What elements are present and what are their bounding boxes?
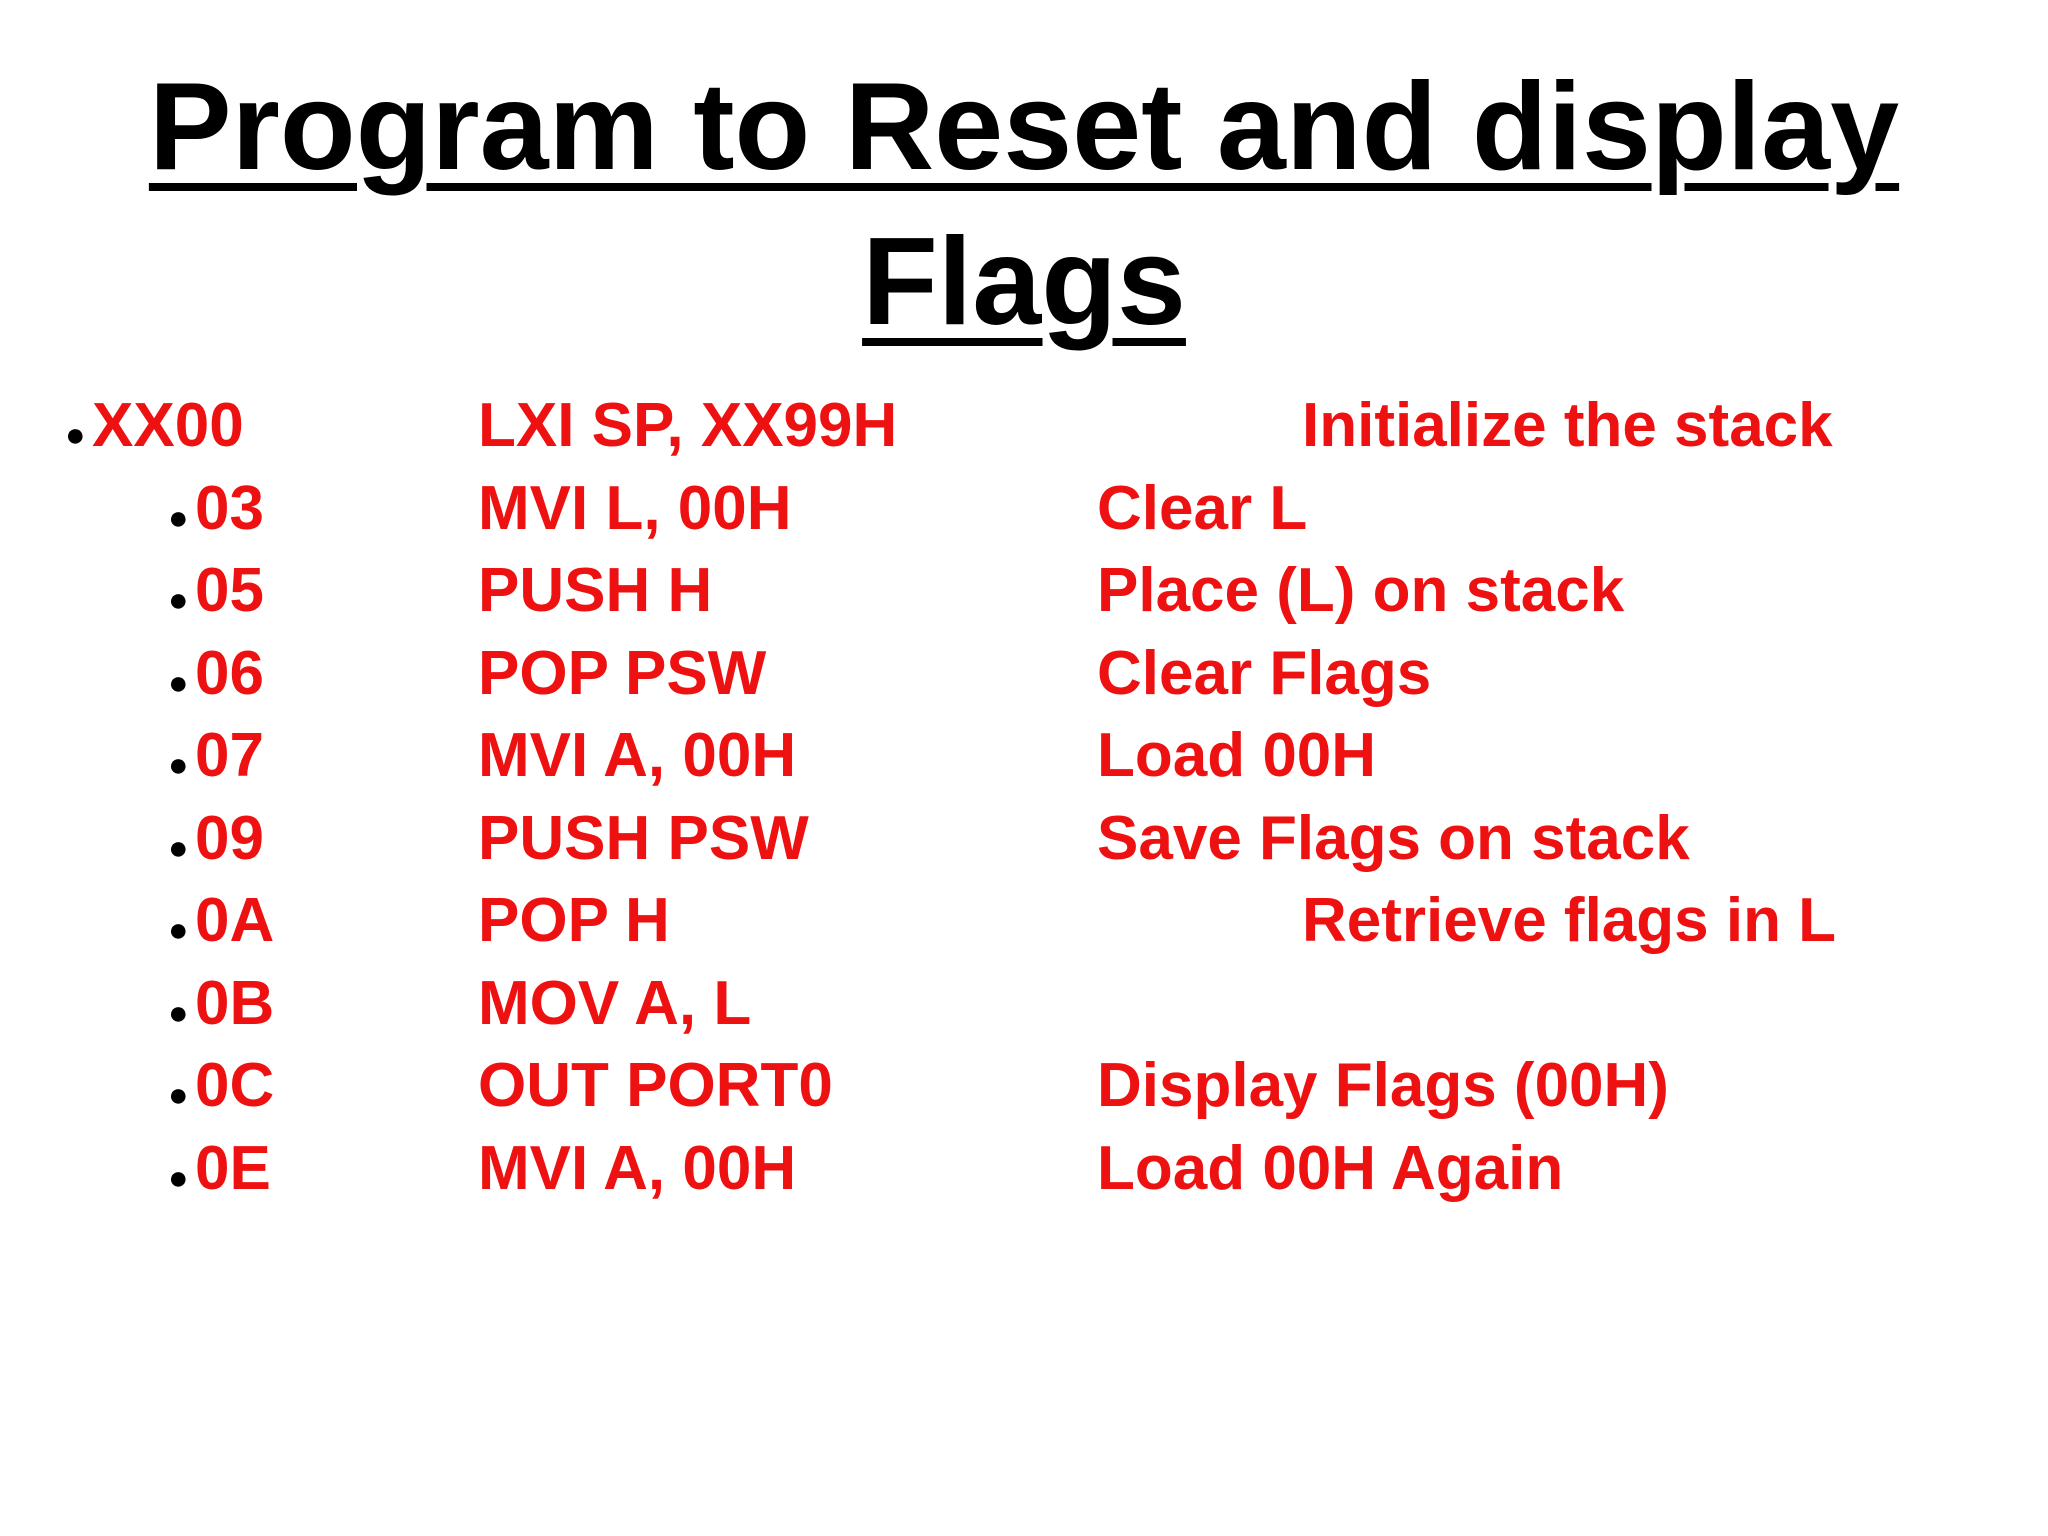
instruction: POP H [478,886,670,955]
address: 07 [195,721,264,790]
comment: Place (L) on stack [1097,556,1625,625]
bullet-dot: ● [168,911,189,949]
code-listing: ● XX00 LXI SP, XX99H Initialize the stac… [0,385,2048,1210]
listing-row: ● 0B MOV A, L [0,963,2048,1046]
address: 05 [195,556,264,625]
instruction: PUSH H [478,556,713,625]
listing-row: ● 0E MVI A, 00H Load 00H Again [0,1128,2048,1211]
bullet-dot: ● [168,828,189,867]
instruction: OUT PORT0 [478,1051,833,1120]
address: 0E [195,1133,271,1203]
listing-row: ● 0C OUT PORT0 Display Flags (00H) [0,1045,2048,1128]
instruction: MVI A, 00H [478,1133,797,1203]
listing-row: ● 07 MVI A, 00H Load 00H [0,715,2048,798]
bullet-dot: ● [168,663,189,702]
instruction: POP PSW [478,638,767,708]
bullet-dot: ● [168,993,189,1032]
bullet-dot: ● [168,1158,189,1197]
slide-title: Program to Reset and display Flags [0,50,2048,360]
address: 0A [195,886,275,955]
instruction: MVI A, 00H [478,721,797,790]
comment: Load 00H Again [1097,1133,1564,1203]
address: 09 [195,803,264,873]
comment: Save Flags on stack [1097,803,1690,873]
instruction: MOV A, L [478,968,752,1038]
bullet-dot: ● [168,498,189,537]
listing-row: ● 09 PUSH PSW Save Flags on stack [0,798,2048,881]
address: 03 [195,473,264,543]
comment: Initialize the stack [1302,391,1833,460]
comment: Retrieve flags in L [1302,886,1837,955]
instruction: MVI L, 00H [478,473,792,543]
comment: Load 00H [1097,721,1377,790]
bullet-dot: ● [168,1076,189,1114]
title-line-1: Program to Reset and display [148,58,1900,196]
address: XX00 [92,391,244,460]
address: 06 [195,638,264,708]
comment: Clear Flags [1097,638,1432,708]
comment: Clear L [1097,473,1308,543]
instruction: LXI SP, XX99H [478,391,898,460]
instruction: PUSH PSW [478,803,809,873]
listing-row: ● 03 MVI L, 00H Clear L [0,468,2048,551]
listing-row: ● 06 POP PSW Clear Flags [0,633,2048,716]
title-line-2: Flags [862,213,1186,351]
bullet-dot: ● [65,416,86,454]
bullet-dot: ● [168,581,189,619]
address: 0C [195,1051,275,1120]
listing-row: ● XX00 LXI SP, XX99H Initialize the stac… [0,385,2048,468]
address: 0B [195,968,275,1038]
comment: Display Flags (00H) [1097,1051,1669,1120]
listing-row: ● 0A POP H Retrieve flags in L [0,880,2048,963]
bullet-dot: ● [168,746,189,784]
listing-row: ● 05 PUSH H Place (L) on stack [0,550,2048,633]
